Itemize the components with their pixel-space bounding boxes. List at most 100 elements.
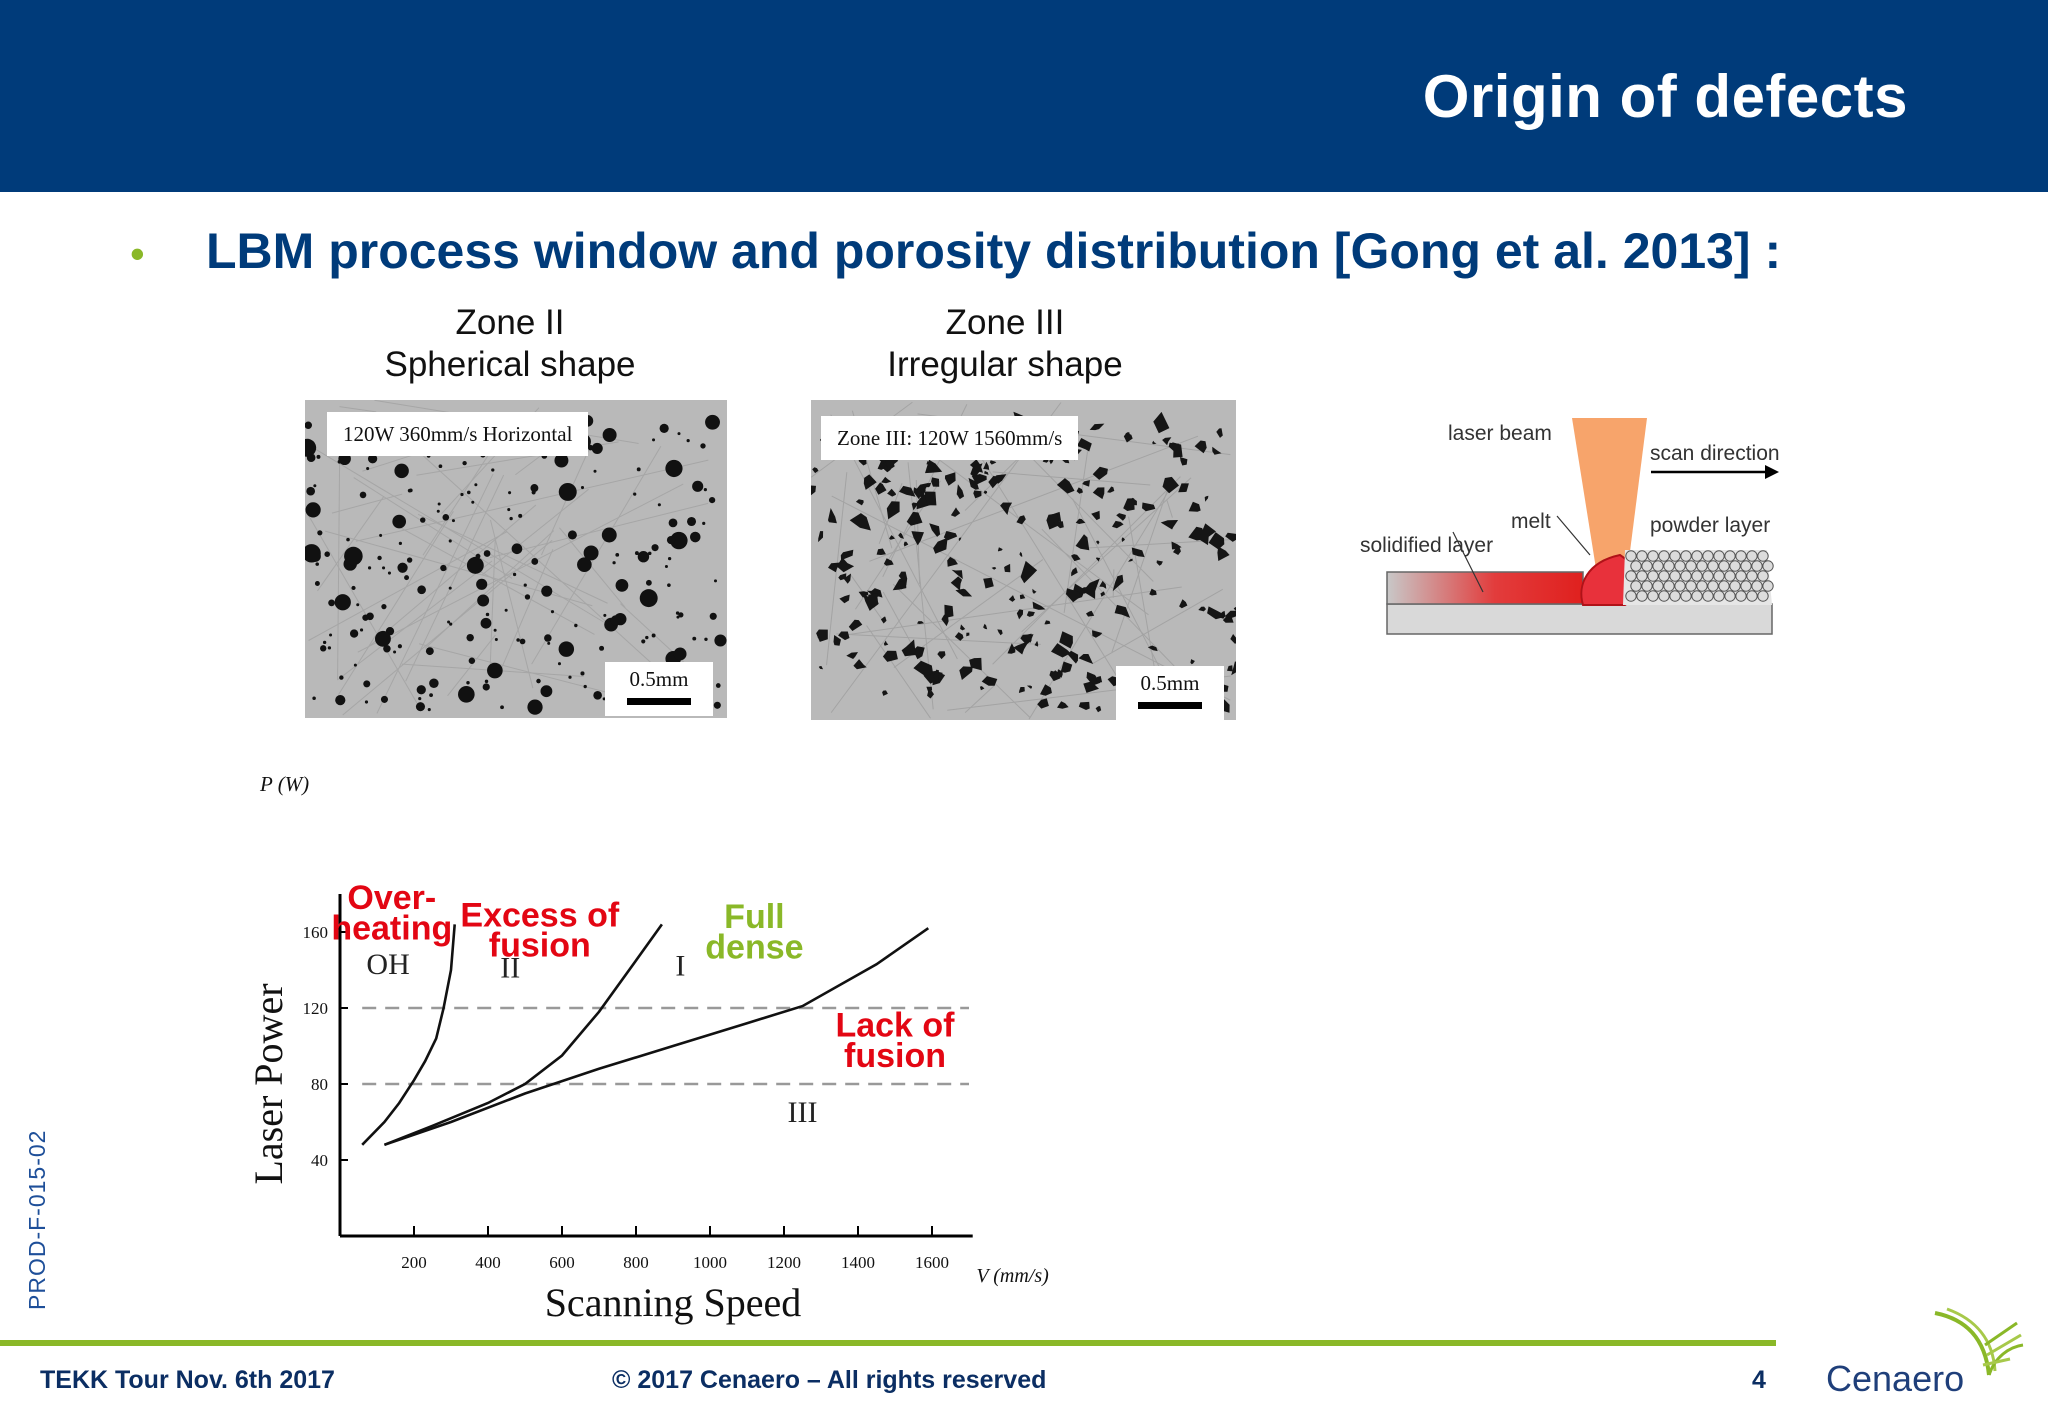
pore [926, 686, 933, 693]
pore [483, 550, 491, 557]
pore [327, 646, 332, 650]
powder-particle [1630, 560, 1642, 572]
pore [540, 685, 553, 698]
powder-particle [1669, 570, 1681, 582]
boundary-curve [383, 927, 930, 1147]
powder-particle [1663, 560, 1675, 572]
pore [475, 553, 481, 559]
pore [392, 514, 407, 529]
pore [484, 679, 489, 684]
pore [1071, 554, 1081, 562]
pore [881, 476, 892, 484]
pore [1016, 515, 1026, 525]
pore [947, 556, 958, 567]
pore [339, 675, 344, 680]
x-tick-label: 400 [475, 1253, 501, 1272]
pore [1026, 611, 1035, 617]
x-axis-label: Scanning Speed [545, 1280, 802, 1325]
pore [705, 414, 720, 430]
pore [1207, 606, 1227, 620]
pore [1190, 659, 1195, 665]
powder-particle [1691, 550, 1703, 562]
pore [885, 456, 895, 472]
pore [380, 695, 389, 703]
pore [344, 546, 363, 566]
boundary-curve [383, 923, 663, 1147]
pore [418, 696, 422, 701]
scan-direction-arrowhead [1765, 465, 1779, 479]
powder-particle [1735, 550, 1747, 562]
powder-particle [1685, 580, 1697, 592]
powder-particle [1751, 560, 1763, 572]
powder-particle [1762, 580, 1774, 592]
pore [1089, 423, 1105, 431]
zone-ii-shape: Spherical shape [384, 345, 636, 384]
pore [997, 547, 1003, 552]
pore [1216, 428, 1223, 438]
pore [447, 620, 451, 624]
pore [1231, 661, 1236, 676]
pore [979, 686, 985, 691]
boundary-curves [361, 923, 930, 1147]
pore [958, 537, 962, 542]
powder-particle [1641, 560, 1653, 572]
pore [1040, 684, 1052, 696]
pore [1086, 610, 1095, 617]
pore [925, 459, 943, 474]
powder-particle [1647, 550, 1659, 562]
pore [950, 507, 961, 517]
pore [641, 639, 646, 644]
x-tick-label: 1400 [841, 1253, 875, 1272]
laser-beam [1572, 418, 1647, 575]
pore [926, 482, 932, 488]
pore [870, 588, 883, 598]
solidified-leader [1452, 531, 1484, 593]
pore [603, 613, 607, 617]
pore [377, 555, 382, 561]
powder-particle [1724, 550, 1736, 562]
pore [1114, 604, 1131, 618]
powder-particle [1658, 550, 1670, 562]
pore [645, 579, 652, 586]
micrograph-zone-iii: Zone III: 120W 1560mm/s 0.5mm [811, 400, 1236, 720]
zone-ii-caption: Zone II Spherical shape [335, 302, 685, 386]
pore [973, 490, 982, 499]
pore [425, 647, 434, 656]
pore [477, 594, 490, 607]
pore [398, 541, 402, 545]
pore [1173, 547, 1181, 555]
pore [848, 619, 863, 631]
pore [491, 468, 495, 472]
pore [1227, 665, 1233, 672]
pore [471, 500, 475, 504]
laser-melting-schematic: laser beam scan direction melt solidifie… [1360, 418, 1780, 635]
pore [536, 678, 541, 684]
pore [356, 603, 360, 607]
pore [853, 659, 867, 670]
pore [667, 583, 671, 587]
pore [645, 635, 649, 640]
pore [943, 531, 958, 541]
pore [531, 490, 536, 495]
pore [709, 612, 717, 620]
pore [1075, 534, 1090, 551]
pore [955, 588, 973, 597]
pore [659, 423, 669, 433]
scale-label: 0.5mm [629, 667, 689, 691]
x-tick-label: 1600 [915, 1253, 949, 1272]
pore [1023, 633, 1032, 643]
powder-particle [1669, 590, 1681, 602]
pore [954, 632, 964, 641]
pore [1013, 641, 1029, 655]
pore [651, 633, 656, 638]
pore [899, 485, 916, 497]
pore [580, 671, 585, 676]
pore [971, 474, 987, 485]
pore [328, 599, 335, 607]
pore [913, 487, 922, 500]
pore [427, 708, 431, 712]
pore [639, 589, 658, 608]
pore [335, 695, 346, 706]
pore [1125, 432, 1130, 435]
pore [312, 696, 316, 701]
